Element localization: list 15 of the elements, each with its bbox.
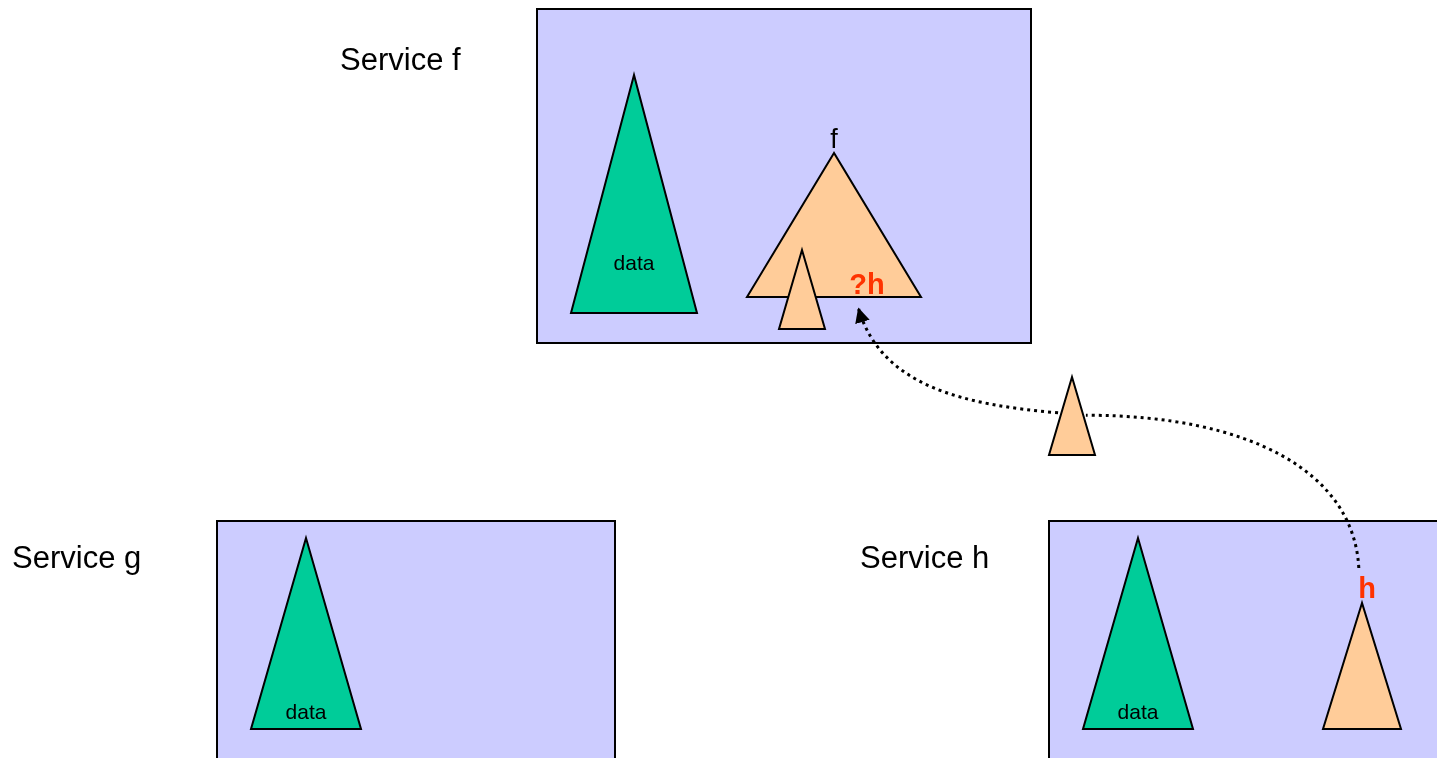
variable-label: h <box>1357 574 1377 603</box>
triangle-label: data <box>612 252 656 273</box>
triangle-shape <box>570 74 698 314</box>
triangle-shape <box>778 249 826 330</box>
variable-label: ?h <box>848 270 886 299</box>
triangle-shape <box>1082 537 1194 730</box>
triangle-label: f <box>829 126 839 153</box>
dotted-arrow <box>856 307 1059 415</box>
service-label: Service f <box>340 42 461 78</box>
service-label: Service g <box>12 540 142 576</box>
triangle-shape <box>1048 376 1096 456</box>
triangle-shape <box>250 537 362 730</box>
triangle-label: data <box>284 701 328 722</box>
triangle-label: data <box>1116 701 1160 722</box>
service-label: Service h <box>860 540 990 576</box>
